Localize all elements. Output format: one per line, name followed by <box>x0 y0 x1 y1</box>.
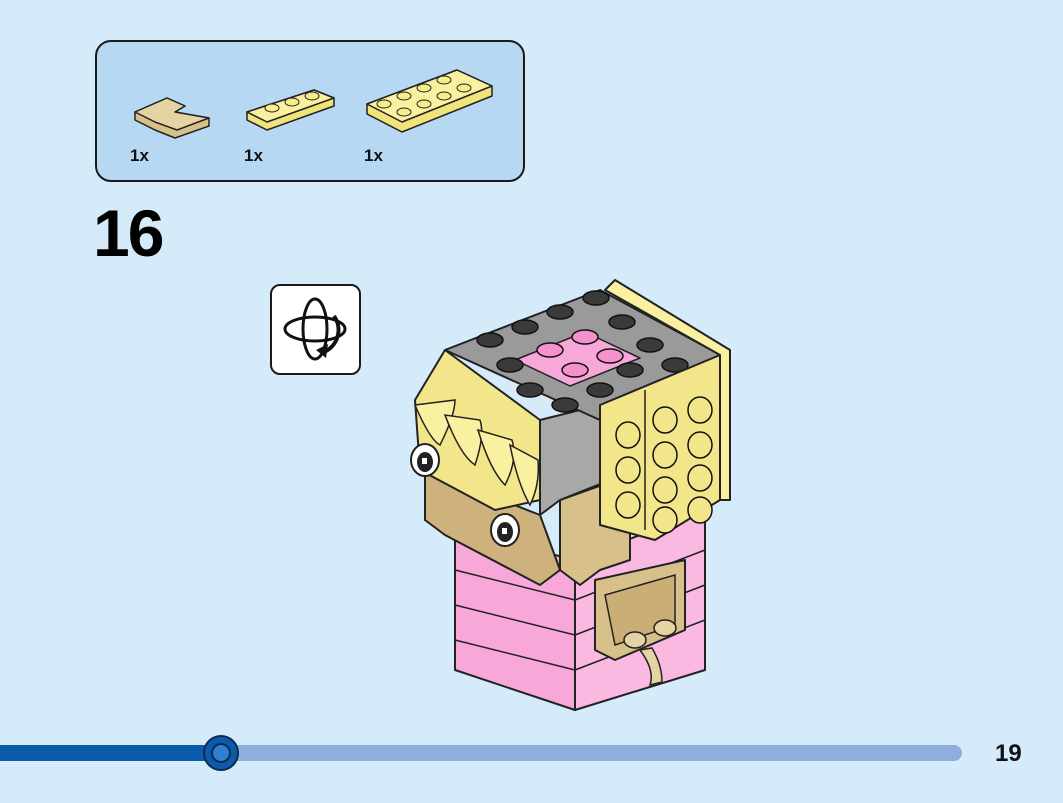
parts-list-panel: 1x 1x 1x <box>95 40 525 182</box>
step-number: 16 <box>93 196 164 270</box>
part-qty-yellow-1x3: 1x <box>244 146 263 165</box>
yellow-plate-2x4-part <box>366 69 493 133</box>
part-qty-tan-corner: 1x <box>130 146 149 165</box>
progress-slider-knob[interactable] <box>203 735 239 771</box>
tan-corner-plate-part <box>134 97 210 139</box>
progress-track <box>0 745 962 761</box>
page-number: 19 <box>995 740 1022 767</box>
progress-fill <box>0 745 221 761</box>
rotate-model-button[interactable] <box>270 284 361 375</box>
part-qty-yellow-2x4: 1x <box>364 146 383 165</box>
brick-model-illustration <box>410 279 731 711</box>
rotate-model-icon <box>283 297 347 361</box>
yellow-plate-1x3-part <box>246 89 335 131</box>
